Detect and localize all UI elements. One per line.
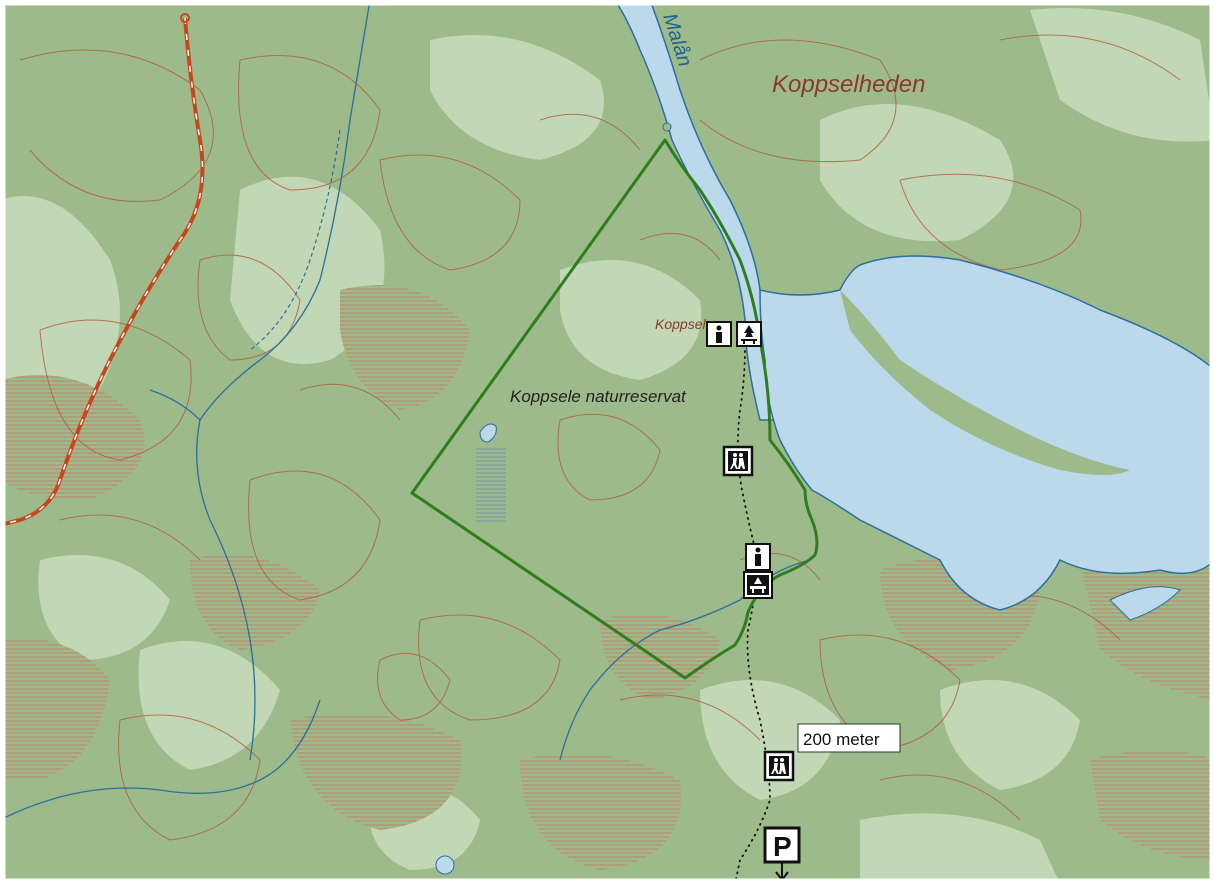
parking-label: P: [773, 831, 792, 862]
lake-peninsula: [840, 290, 1130, 475]
dashed-stream: [249, 129, 341, 351]
river-malan: [614, 0, 782, 421]
parking-icon[interactable]: P: [763, 826, 801, 864]
information-icon-lower[interactable]: [745, 543, 771, 571]
hiking-trail-icon[interactable]: [722, 445, 754, 477]
pond: [479, 423, 497, 443]
picnic-table-icon[interactable]: [736, 321, 762, 347]
reserve-label: Koppsele naturreservat: [510, 387, 687, 406]
road: [0, 13, 205, 527]
river-islet: [662, 122, 672, 132]
wet-marsh: [476, 446, 506, 522]
light-forest-patches: [0, 8, 1215, 884]
pond-bottom: [435, 855, 455, 875]
reserve-border: [410, 138, 819, 680]
scale-bar-label: 200 meter: [803, 730, 880, 749]
lake-bay: [1109, 586, 1181, 621]
wind-shelter-icon[interactable]: [743, 571, 773, 599]
information-icon[interactable]: [706, 321, 732, 347]
area-label: Koppselheden: [772, 71, 925, 98]
hiking-trail-icon-lower[interactable]: [763, 750, 795, 782]
place-label: Koppsele: [655, 316, 714, 332]
scale-bar: 200 meter: [797, 723, 901, 753]
contour-lines: [19, 34, 1215, 841]
